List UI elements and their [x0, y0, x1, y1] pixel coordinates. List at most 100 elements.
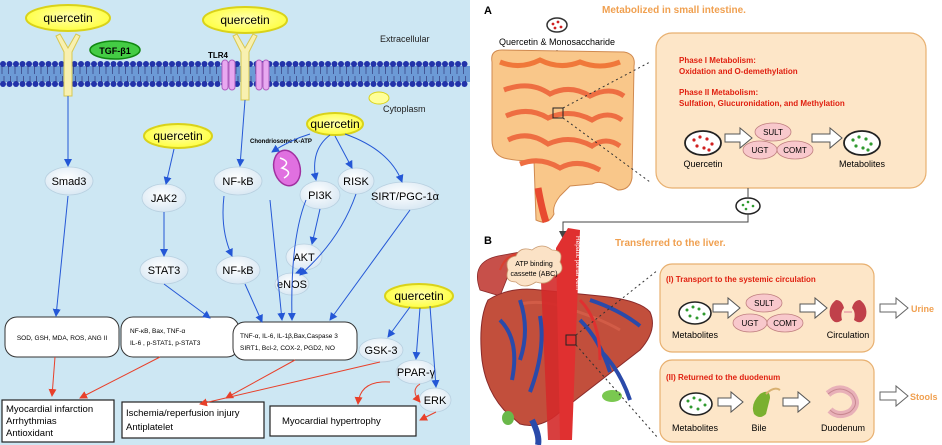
metabolites-molecule-icon — [843, 130, 881, 156]
metabolites-molecule-icon — [679, 392, 713, 416]
hollow-arrow-icon — [879, 296, 909, 320]
extracellular-label: Extracellular — [380, 34, 430, 44]
hollow-arrow-icon — [717, 390, 744, 414]
tlr4-receptor-icon — [221, 59, 270, 91]
svg-text:UGT: UGT — [752, 146, 769, 155]
svg-text:SIRT/PGC-1α: SIRT/PGC-1α — [371, 191, 440, 203]
pathway-arrow — [269, 199, 286, 321]
hollow-arrow-icon — [799, 296, 828, 320]
svg-text:GSK-3: GSK-3 — [364, 345, 397, 357]
effect-arrow — [79, 356, 161, 399]
mitochondria-icon — [272, 149, 302, 187]
effect-arrow — [412, 383, 421, 403]
svg-text:IL-6 , p-STAT1, p-STAT3: IL-6 , p-STAT1, p-STAT3 — [130, 340, 201, 347]
pathway-arrow — [163, 283, 211, 319]
cytoplasm-label: Cytoplasm — [383, 104, 426, 114]
quercetin-label-3: quercetin — [153, 129, 202, 143]
right-panel: A Metabolized in small intestine. Querce… — [476, 5, 938, 445]
svg-text:Ischemia/reperfusion injury: Ischemia/reperfusion injury — [126, 408, 240, 419]
title-b: Transferred to the liver. — [615, 238, 726, 249]
returned-title: (II) Returned to the duodenum — [666, 373, 780, 382]
effect-box-1: SOD, GSH, MDA, ROS, ANG II — [4, 316, 120, 358]
duodenum-caption: Duodenum — [821, 423, 865, 433]
quercetin-label-4: quercetin — [310, 117, 359, 131]
gallbladder-icon — [752, 387, 781, 417]
metabolites-caption-b2: Metabolites — [672, 423, 719, 433]
outcome-box-2: Ischemia/reperfusion injury Antiplatelet — [121, 401, 265, 439]
pathway-arrow — [244, 283, 263, 323]
pathway-arrow — [271, 133, 311, 153]
hollow-arrow-icon — [782, 390, 811, 414]
quercetin-ellipse-4 — [306, 112, 364, 136]
pathway-arrow — [52, 195, 69, 317]
quercetin-label-2: quercetin — [220, 13, 269, 27]
quercetin-mono-label: Quercetin & Monosaccharide — [499, 37, 615, 47]
pathway-arrow — [163, 148, 175, 185]
svg-text:COMT: COMT — [773, 319, 797, 328]
svg-text:Myocardial hypertrophy: Myocardial hypertrophy — [282, 416, 381, 427]
ppar-node: PPAR-γ — [395, 359, 437, 385]
tgf-beta1-ellipse — [89, 40, 141, 60]
svg-text:Antiplatelet: Antiplatelet — [126, 422, 173, 433]
receptor-icon — [55, 33, 81, 97]
effect-arrow — [419, 411, 437, 421]
svg-text:NF-κB, Bax, TNF-α: NF-κB, Bax, TNF-α — [130, 328, 186, 335]
circulation-caption: Circulation — [827, 330, 870, 340]
left-panel: Extracellular Cytoplasm quercetin TGF-β1… — [0, 0, 470, 445]
liver-illustration — [476, 228, 653, 445]
svg-text:Smad3: Smad3 — [52, 176, 87, 188]
effect-box-2: NF-κB, Bax, TNF-α IL-6 , p-STAT1, p-STAT… — [120, 316, 240, 358]
pill-icon — [546, 17, 568, 33]
tgf-beta1-label: TGF-β1 — [99, 46, 131, 56]
transfer-molecule-icon — [735, 197, 761, 215]
svg-text:UGT: UGT — [742, 319, 759, 328]
svg-text:Antioxidant: Antioxidant — [6, 428, 53, 439]
nfkb-node-1: NF-kB — [213, 166, 263, 196]
pi3k-node: PI3K — [299, 180, 341, 210]
pathway-arrow — [344, 133, 404, 183]
svg-text:SULT: SULT — [754, 299, 774, 308]
effect-arrow — [199, 361, 381, 407]
phase2-title: Phase II Metabolism: — [679, 88, 758, 97]
svg-text:PI3K: PI3K — [308, 190, 333, 202]
svg-text:ERK: ERK — [424, 395, 447, 407]
phase2-desc: Sulfation, Glucuronidation, and Methylat… — [679, 99, 845, 108]
quercetin-caption: Quercetin — [683, 159, 722, 169]
panel-label-a: A — [484, 5, 492, 17]
svg-text:SOD, GSH, MDA, ROS, ANG II: SOD, GSH, MDA, ROS, ANG II — [17, 335, 107, 342]
akt-node: AKT — [285, 243, 323, 271]
quercetin-ellipse-2 — [202, 6, 288, 34]
risk-node: RISK — [337, 167, 375, 195]
receptor-icon — [232, 33, 258, 101]
svg-text:COMT: COMT — [783, 146, 807, 155]
svg-text:NF-kB: NF-kB — [222, 176, 253, 188]
panel-label-b: B — [484, 235, 492, 247]
duodenum-icon — [825, 385, 859, 419]
tlr4-label: TLR4 — [208, 51, 229, 60]
hollow-arrow-icon — [712, 296, 741, 320]
svg-text:RISK: RISK — [343, 176, 369, 188]
phase1-desc: Oxidation and O-demethylation — [679, 67, 798, 76]
sirt-node: SIRT/PGC-1α — [371, 181, 440, 211]
pathway-arrow — [329, 209, 411, 321]
enzyme-cluster-2: SULT UGT COMT — [732, 293, 804, 333]
svg-text:PPAR-γ: PPAR-γ — [397, 367, 436, 379]
atp-binding-cloud: ATP binding cassette (ABC) — [506, 245, 563, 287]
phase1-title: Phase I Metabolism: — [679, 56, 756, 65]
urine-label: Urine — [911, 304, 934, 314]
svg-text:ATP binding: ATP binding — [515, 261, 553, 268]
svg-text:JAK2: JAK2 — [151, 193, 177, 205]
pathway-arrow — [287, 199, 307, 321]
small-vesicle — [368, 91, 390, 105]
smad3-node: Smad3 — [44, 166, 94, 196]
metabolites-caption-a: Metabolites — [839, 159, 886, 169]
quercetin-label-1: quercetin — [43, 11, 92, 25]
metabolites-caption-b1: Metabolites — [672, 330, 719, 340]
svg-text:STAT3: STAT3 — [148, 265, 181, 277]
effect-arrow — [225, 359, 296, 399]
effect-arrow — [48, 356, 57, 397]
bile-caption: Bile — [751, 423, 766, 433]
pathway-arrow — [309, 208, 321, 245]
pathway-arrow — [387, 306, 411, 338]
